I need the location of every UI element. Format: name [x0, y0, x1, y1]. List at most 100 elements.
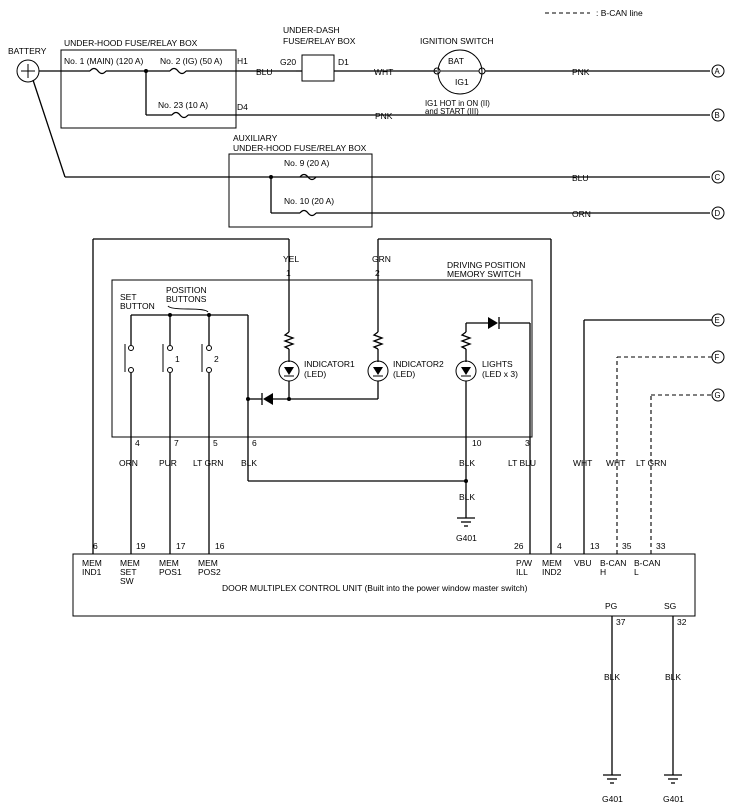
mem-ind2-label-1: MEM — [542, 558, 562, 568]
fuse-9-label: No. 9 (20 A) — [284, 158, 330, 168]
svg-text:A: A — [715, 67, 721, 76]
pw-ill-label-1: P/W — [516, 558, 532, 568]
cu-pin-16: 16 — [215, 541, 225, 551]
pin-g20: G20 — [280, 57, 296, 67]
ms-pin-5: 5 — [213, 438, 218, 448]
wire-pnk-b-label: PNK — [375, 111, 393, 121]
fuse-ig-label: No. 2 (IG) (50 A) — [160, 56, 223, 66]
connectors: A B C D E F G — [711, 64, 725, 402]
diode-icon — [263, 393, 273, 405]
ignition-switch-title: IGNITION SWITCH — [420, 36, 494, 46]
wire-blk-label: BLK — [241, 458, 257, 468]
cu-pin-19: 19 — [136, 541, 146, 551]
connector-a — [711, 64, 725, 78]
indicator1-label-2: (LED) — [304, 369, 326, 379]
ms-pin-6: 6 — [252, 438, 257, 448]
wire-pnk-a-label: PNK — [572, 67, 590, 77]
wire-blu-c-label: BLU — [572, 173, 589, 183]
wire-ltgrn-label: LT GRN — [193, 458, 223, 468]
set-switch-icon — [128, 345, 134, 351]
under-hood-box-frame — [60, 49, 237, 129]
ignition-switch: IGNITION SWITCH BAT IG1 IG1 HOT in ON (I… — [420, 36, 710, 116]
battery: BATTERY — [8, 46, 47, 83]
mem-ind2-label-2: IND2 — [542, 567, 562, 577]
bcan-h-label-1: B-CAN — [600, 558, 626, 568]
aux-box-title-1: AUXILIARY — [233, 133, 278, 143]
control-unit: 6 19 17 16 26 4 13 35 33 MEM IND1 MEM SE… — [72, 541, 696, 617]
legend: : B-CAN line — [545, 8, 643, 18]
under-hood-box-title: UNDER-HOOD FUSE/RELAY BOX — [64, 38, 198, 48]
aux-box-frame — [228, 153, 373, 228]
fuse-10-label: No. 10 (20 A) — [284, 196, 334, 206]
mem-pos1-label-1: MEM — [159, 558, 179, 568]
fuse-ig-icon — [169, 67, 187, 75]
under-hood-fuse-box: UNDER-HOOD FUSE/RELAY BOX No. 1 (MAIN) (… — [60, 38, 248, 129]
indicator2-label-1: INDICATOR2 — [393, 359, 444, 369]
wire-blk-10-label: BLK — [459, 458, 475, 468]
set-button-label-2: BUTTON — [120, 301, 155, 311]
svg-text:C: C — [715, 173, 721, 182]
position-2-switch-icon — [206, 345, 212, 351]
wire-blk-sg-label: BLK — [665, 672, 681, 682]
connector-c — [711, 170, 725, 184]
wire-blu-label: BLU — [256, 67, 273, 77]
cu-pin-26: 26 — [514, 541, 524, 551]
wire-wht-bcan-label: WHT — [606, 458, 625, 468]
indicator2-resistor-icon — [372, 331, 384, 350]
bcan-h-label-2: H — [600, 567, 606, 577]
bcan-l-label-2: L — [634, 567, 639, 577]
pw-ill-label-2: ILL — [516, 567, 528, 577]
ignition-bat-label: BAT — [448, 56, 464, 66]
position-1-label: 1 — [175, 354, 180, 364]
cu-pin-35: 35 — [622, 541, 632, 551]
mem-set-label-1: MEM — [120, 558, 140, 568]
sg-label: SG — [664, 601, 676, 611]
wire-grn-label: GRN — [372, 254, 391, 264]
lights-label-1: LIGHTS — [482, 359, 513, 369]
wire-wht-label: WHT — [374, 67, 393, 77]
ignition-switch-icon — [437, 49, 483, 95]
fuse-23-label: No. 23 (10 A) — [158, 100, 208, 110]
wire-ltblu-label: LT BLU — [508, 458, 536, 468]
cu-pin-33: 33 — [656, 541, 666, 551]
ms-pin-10: 10 — [472, 438, 482, 448]
pg-label: PG — [605, 601, 617, 611]
memory-switch-title-2: MEMORY SWITCH — [447, 269, 521, 279]
pin-h1: H1 — [237, 56, 248, 66]
svg-text:D: D — [715, 209, 721, 218]
ignition-note-2: and START (III) — [425, 107, 479, 116]
ground-g401-pg-label: G401 — [602, 794, 623, 804]
under-dash-box-frame — [301, 54, 335, 82]
memory-switch-frame — [111, 279, 533, 438]
ground-g401-sg-label: G401 — [663, 794, 684, 804]
wire-pur-label: PUR — [159, 458, 177, 468]
position-1-switch-icon — [167, 345, 173, 351]
ignition-note-1: IG1 HOT in ON (II) — [425, 99, 490, 108]
legend-text: : B-CAN line — [596, 8, 643, 18]
lights-resistor-icon — [460, 331, 472, 350]
svg-text:F: F — [715, 353, 720, 362]
indicator1-label-1: INDICATOR1 — [304, 359, 355, 369]
fuse-main-icon — [89, 67, 107, 75]
under-dash-title-2: FUSE/RELAY BOX — [283, 36, 356, 46]
right-side-wires — [583, 319, 712, 554]
position-buttons-label-1: POSITION — [166, 285, 207, 295]
mem-pos1-label-2: POS1 — [159, 567, 182, 577]
cu-pin-6: 6 — [93, 541, 98, 551]
ignition-ig1-label: IG1 — [455, 77, 469, 87]
battery-feed-wires — [32, 67, 710, 178]
fuse-10-icon — [299, 209, 317, 217]
mem-ind1-label-1: MEM — [82, 558, 102, 568]
indicator2-label-2: (LED) — [393, 369, 415, 379]
wire-orn-label: ORN — [119, 458, 138, 468]
mem-set-label-3: SW — [120, 576, 134, 586]
ms-pin-7: 7 — [174, 438, 179, 448]
wire-yel-label: YEL — [283, 254, 299, 264]
wire-blk-pg-label: BLK — [604, 672, 620, 682]
svg-text:B: B — [715, 111, 720, 120]
under-dash-title-1: UNDER-DASH — [283, 25, 340, 35]
ms-pin-2: 2 — [375, 268, 380, 278]
wire-blk-ground-label: BLK — [459, 492, 475, 502]
connector-b — [711, 108, 725, 122]
